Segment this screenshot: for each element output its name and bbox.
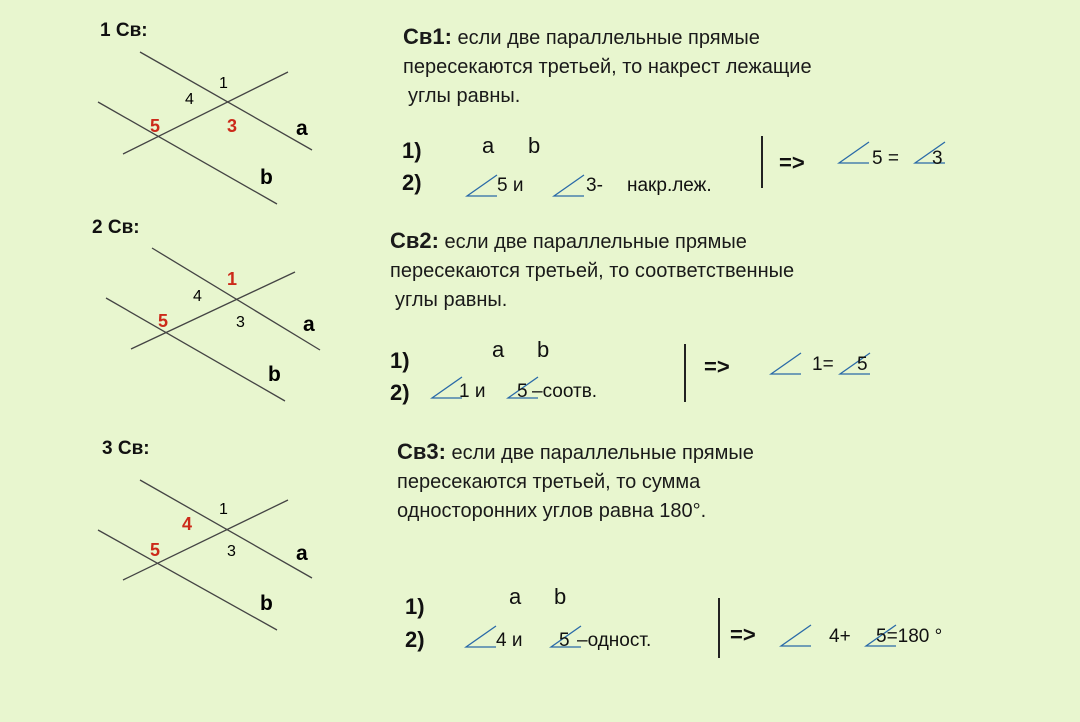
parallel-symbol-icon — [512, 136, 522, 150]
angle-label-3: 3 — [227, 116, 237, 136]
section-label: 2 Св: — [92, 217, 140, 238]
angle-symbol-icon — [864, 624, 897, 647]
angle-label-5: 5 — [158, 311, 168, 331]
step-2-number: 2) — [405, 627, 425, 652]
angle-label-1: 1 — [219, 75, 228, 92]
rule-text: Св3: если две параллельные прямые пересе… — [397, 437, 754, 526]
step-2-angle-2: 3- — [586, 175, 603, 196]
step-1-number: 1) — [402, 138, 422, 163]
rule-line-3: углы равны. — [395, 289, 508, 311]
conclusion-part-1: 1= — [812, 354, 834, 375]
line-label-a: a — [303, 313, 315, 336]
step-2-angle-1: 1 и — [459, 381, 486, 402]
implies-symbol: => — [779, 150, 805, 175]
step-1-number: 1) — [405, 594, 425, 619]
transversal-diagram: 1 4 5 3 a b — [105, 247, 321, 402]
step-2-angle-1: 4 и — [496, 630, 523, 651]
rule-text: Св2: если две параллельные прямые пересе… — [390, 226, 794, 315]
angle-label-3: 3 — [236, 314, 245, 331]
step-1-line-b: b — [528, 133, 541, 158]
angle-symbol-icon — [769, 352, 802, 375]
divider — [718, 598, 720, 658]
step-1-line-a: a — [509, 584, 522, 609]
step-2-angle-2: 5 — [559, 630, 570, 651]
step-2-type: –одност. — [577, 630, 652, 651]
angle-label-4: 4 — [185, 91, 194, 108]
rule-line-1: если две параллельные прямые — [457, 27, 760, 49]
section-label: 1 Св: — [100, 20, 148, 41]
step-1-line-b: b — [554, 584, 567, 609]
step-1-line-a: a — [482, 133, 495, 158]
angle-symbol-icon — [838, 352, 871, 375]
rule-title: Св1: — [403, 24, 452, 49]
conclusion-part-1: 4+ — [829, 626, 851, 647]
implies-symbol: => — [704, 354, 730, 379]
divider — [761, 136, 763, 188]
transversal-diagram: 1 4 5 3 a b — [97, 51, 313, 205]
step-2-number: 2) — [390, 380, 410, 405]
rule-line-1: если две параллельные прямые — [444, 231, 747, 253]
angle-symbol-icon — [464, 625, 497, 648]
angle-symbol-icon — [549, 625, 582, 648]
rule-title: Св2: — [390, 228, 439, 253]
angle-label-5: 5 — [150, 116, 160, 136]
rule-text: Св1: если две параллельные прямые пересе… — [403, 22, 812, 111]
conclusion-part-2: 5=180 ° — [876, 626, 943, 647]
rule-line-2: пересекаются третьей, то сумма — [397, 471, 701, 493]
step-2-angle-1: 5 и — [497, 175, 524, 196]
angle-symbol-icon — [506, 376, 539, 399]
step-2-type: накр.леж. — [627, 175, 712, 196]
step-1-line-a: a — [492, 337, 505, 362]
angle-label-4: 4 — [182, 514, 192, 534]
angle-symbol-icon — [430, 376, 463, 399]
angle-label-3: 3 — [227, 543, 236, 560]
angle-symbol-icon — [913, 141, 946, 164]
conclusion-part-1: 5 = — [872, 148, 899, 169]
implies-symbol: => — [730, 622, 756, 647]
conclusion-part-2: 3 — [932, 148, 943, 169]
conclusion-part-2: 5 — [857, 354, 868, 375]
rule-title: Св3: — [397, 439, 446, 464]
angle-symbol-icon — [552, 174, 585, 197]
angle-label-1: 1 — [219, 501, 228, 518]
angle-label-1: 1 — [227, 269, 237, 289]
line-label-b: b — [260, 592, 273, 615]
section-label: 3 Св: — [102, 438, 150, 459]
divider — [684, 344, 686, 402]
step-2-number: 2) — [402, 170, 422, 195]
line-label-b: b — [260, 166, 273, 189]
angle-label-5: 5 — [150, 540, 160, 560]
angle-symbol-icon — [837, 141, 870, 164]
line-label-a: a — [296, 542, 308, 565]
step-2-angle-2: 5 — [517, 381, 528, 402]
rule-line-2: пересекаются третьей, то накрест лежащие — [403, 56, 812, 78]
line-label-a: a — [296, 117, 308, 140]
angle-symbol-icon — [465, 174, 498, 197]
transversal-diagram: 1 4 5 3 a b — [97, 479, 313, 631]
step-2-type: –соотв. — [532, 381, 598, 402]
angle-label-4: 4 — [193, 288, 202, 305]
line-label-b: b — [268, 363, 281, 386]
step-1-number: 1) — [390, 348, 410, 373]
rule-line-1: если две параллельные прямые — [451, 442, 754, 464]
rule-line-3: односторонних углов равна 180°. — [397, 500, 707, 522]
angle-symbol-icon — [779, 624, 812, 647]
step-1-line-b: b — [537, 337, 550, 362]
rule-line-3: углы равны. — [408, 85, 521, 107]
rule-line-2: пересекаются третьей, то соответственные — [390, 260, 795, 282]
